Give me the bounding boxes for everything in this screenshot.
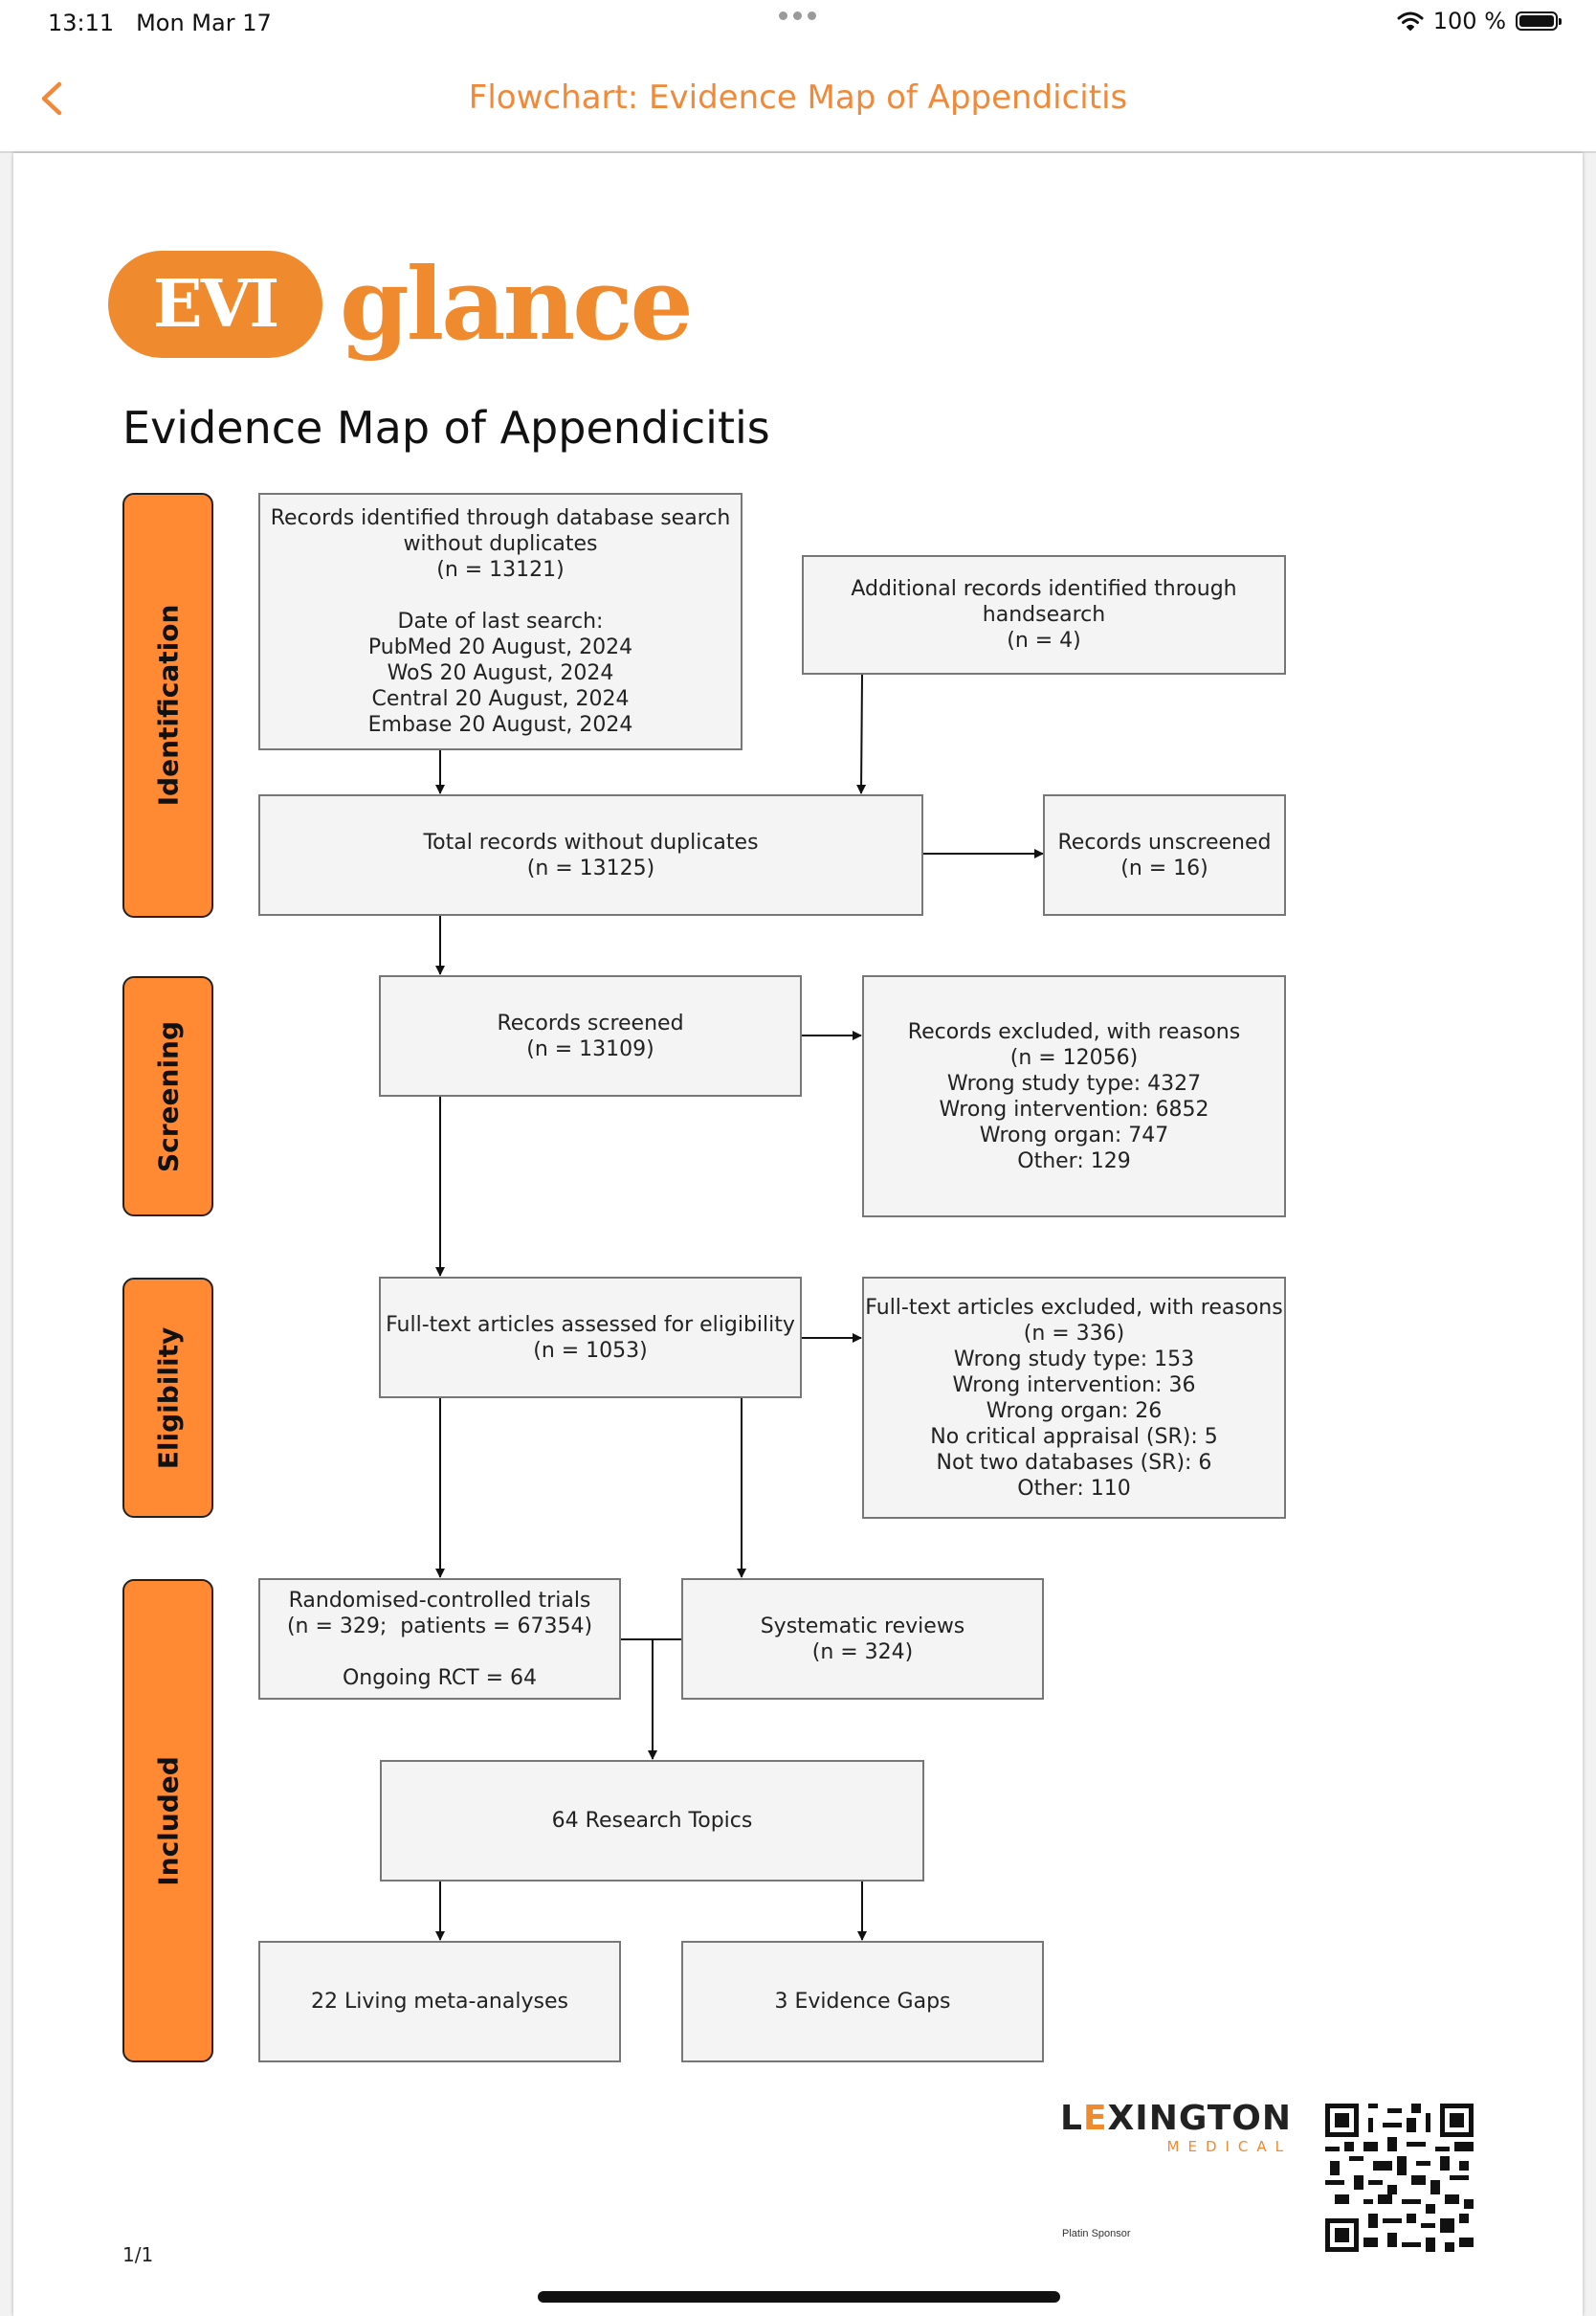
back-button[interactable] — [29, 75, 77, 122]
home-indicator[interactable] — [538, 2291, 1060, 2303]
box-records-excluded: Records excluded, with reasons(n = 12056… — [862, 975, 1286, 1217]
stage-screening: Screening — [122, 976, 213, 1216]
document-title: Evidence Map of Appendicitis — [122, 402, 770, 454]
battery-icon — [1516, 11, 1562, 31]
stage-included: Included — [122, 1579, 213, 2062]
status-time: 13:11 Mon Mar 17 — [48, 10, 272, 36]
status-bar: 13:11 Mon Mar 17 100 % — [0, 0, 1596, 46]
box-systematic-reviews: Systematic reviews(n = 324) — [681, 1578, 1044, 1700]
status-indicators: 100 % — [1397, 8, 1562, 34]
stage-identification: Identification — [122, 493, 213, 918]
box-fulltext-assessed: Full-text articles assessed for eligibil… — [379, 1277, 802, 1398]
chevron-left-icon — [41, 81, 62, 116]
battery-percent: 100 % — [1432, 8, 1506, 34]
qr-code-icon — [1325, 2104, 1474, 2252]
sponsor-label: Platin Sponsor — [1062, 2228, 1131, 2239]
box-records-screened: Records screened(n = 13109) — [379, 975, 802, 1097]
box-rct: Randomised-controlled trials(n = 329; pa… — [258, 1578, 621, 1700]
multitasking-dots-icon[interactable] — [779, 11, 816, 20]
logo-pill: EVI — [108, 251, 322, 358]
arrow-hand-to-total — [856, 674, 867, 794]
page-indicator: 1/1 — [122, 2243, 154, 2266]
wifi-icon — [1397, 11, 1424, 31]
box-research-topics: 64 Research Topics — [380, 1760, 924, 1882]
evi-glance-logo: EVI glance — [108, 245, 694, 363]
box-records-unscreened: Records unscreened(n = 16) — [1043, 794, 1286, 916]
stage-eligibility: Eligibility — [122, 1278, 213, 1518]
box-living-meta-analyses: 22 Living meta-analyses — [258, 1941, 621, 2062]
box-fulltext-excluded: Full-text articles excluded, with reason… — [862, 1277, 1286, 1519]
box-total-records: Total records without duplicates(n = 131… — [258, 794, 923, 916]
lexington-medical-logo: LEXINGTON MEDICAL — [1060, 2099, 1293, 2156]
navigation-bar: Flowchart: Evidence Map of Appendicitis — [0, 46, 1596, 153]
logo-word: glance — [340, 245, 694, 363]
box-evidence-gaps: 3 Evidence Gaps — [681, 1941, 1044, 2062]
nav-title: Flowchart: Evidence Map of Appendicitis — [468, 78, 1128, 117]
box-database-search: Records identified through database sear… — [258, 493, 743, 750]
